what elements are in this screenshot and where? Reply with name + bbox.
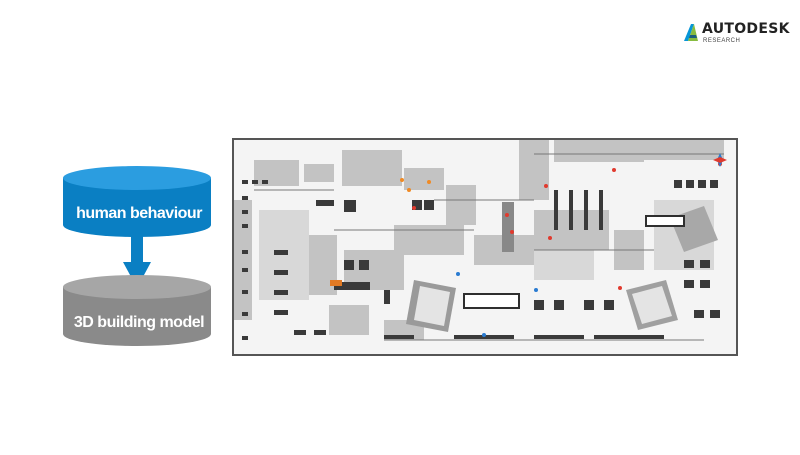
logo-sub-text: RESEARCH bbox=[703, 38, 741, 44]
human-behaviour-cylinder bbox=[63, 166, 211, 237]
autodesk-research-logo: AUTODESK RESEARCH bbox=[682, 21, 789, 48]
building-model-cylinder bbox=[63, 275, 211, 346]
diagram-shapes bbox=[63, 166, 211, 346]
floor-plan-tables bbox=[463, 202, 685, 309]
people-markers bbox=[400, 162, 722, 337]
compass-icon bbox=[713, 153, 727, 167]
floor-plan-view bbox=[232, 138, 738, 356]
floor-plan-drawing bbox=[234, 140, 736, 354]
autodesk-logo-icon bbox=[684, 24, 698, 41]
logo-brand-text: AUTODESK bbox=[702, 21, 790, 37]
building-model-label: 3D building model bbox=[73, 314, 205, 331]
human-behaviour-label: human behaviour bbox=[76, 205, 202, 222]
behaviour-model-diagram: human behaviour 3D building model bbox=[0, 0, 230, 450]
